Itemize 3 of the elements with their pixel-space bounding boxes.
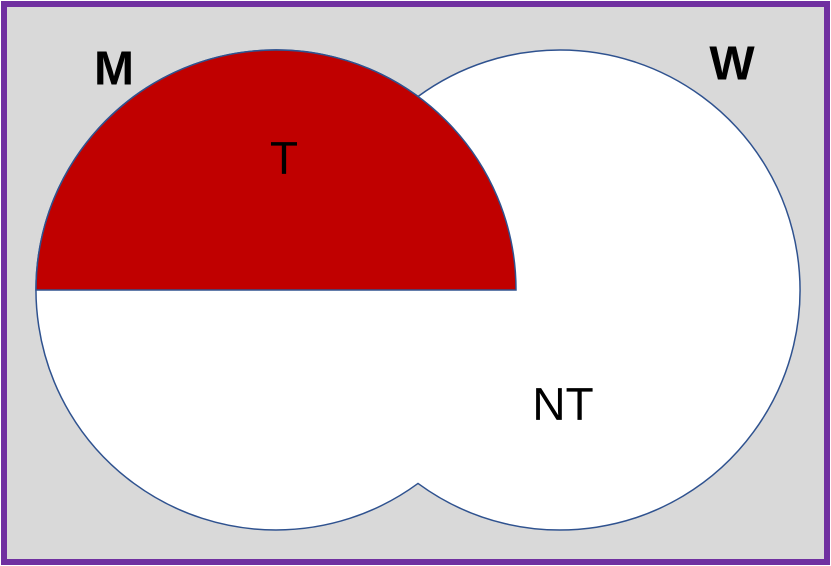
set-label: M (97, 51, 131, 84)
region-label: NT (536, 388, 593, 420)
set-label: W (709, 46, 755, 80)
